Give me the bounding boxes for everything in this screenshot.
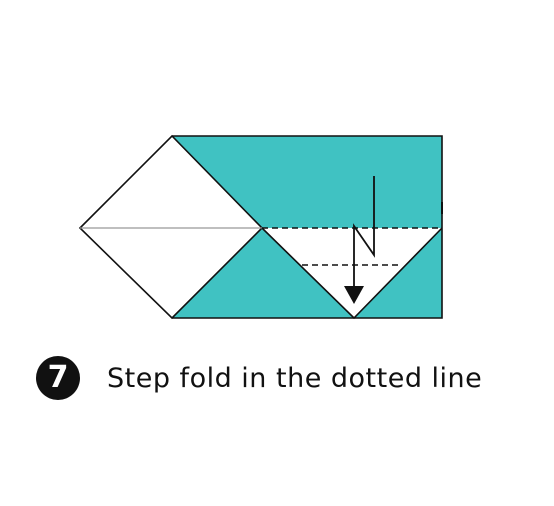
step-number-badge: 7: [36, 356, 80, 400]
v-fold-edge: [261, 227, 443, 320]
step-instruction: Step fold in the dotted line: [107, 362, 483, 394]
step-fold-arrow: [353, 176, 375, 292]
step-caption: 7 Step fold in the dotted line: [36, 356, 482, 400]
arrow-head-icon: [344, 286, 364, 304]
colored-bottom-left-panel: [172, 228, 354, 318]
outer-edge: [172, 135, 443, 319]
white-center-triangle: [262, 228, 442, 318]
